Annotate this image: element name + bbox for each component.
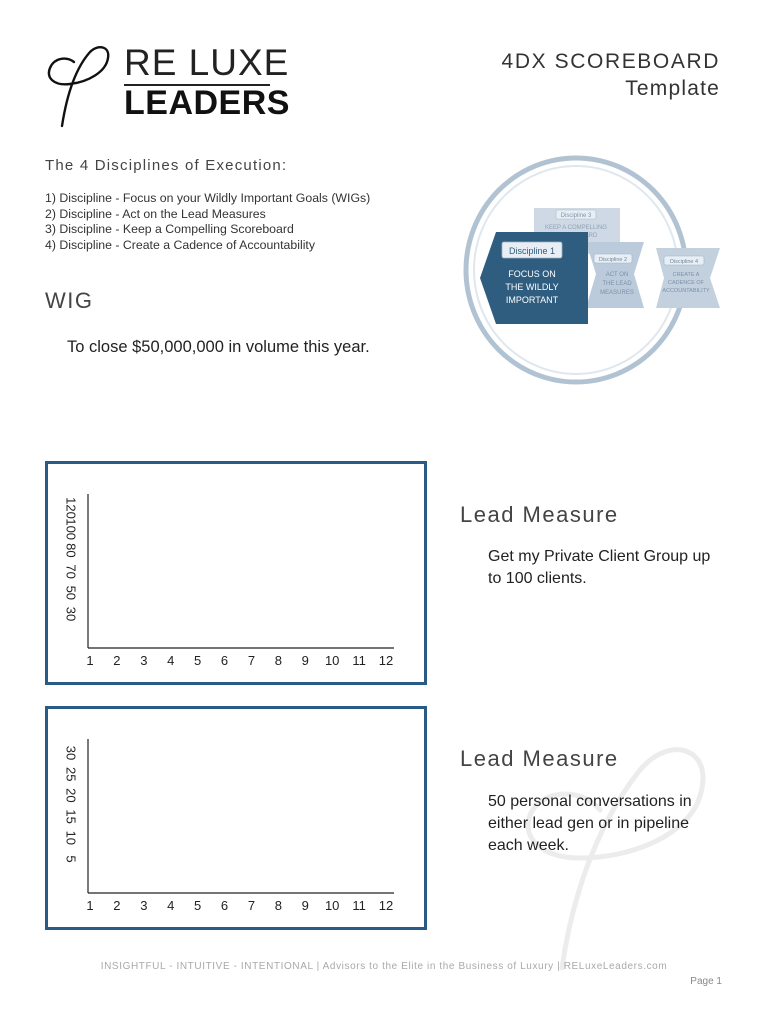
wig-heading: WIG: [45, 288, 94, 313]
x-tick-label: 12: [379, 898, 393, 913]
y-tick-label: 10: [64, 831, 79, 845]
discipline-3-line: KEEP A COMPELLING: [545, 225, 607, 231]
discipline-2-line: ACT ON: [606, 272, 629, 278]
y-tick-label: 5: [64, 855, 79, 862]
discipline-2-tag: Discipline 2: [599, 257, 627, 263]
disciplines-list: 1) Discipline - Focus on your Wildly Imp…: [45, 191, 370, 253]
logo-mark-icon: [47, 46, 110, 128]
brand-name-bottom: LEADERS: [124, 84, 290, 122]
y-tick-label: 25: [64, 767, 79, 781]
discipline-4-line: CREATE A: [673, 272, 700, 278]
disciplines-heading: The 4 Disciplines of Execution:: [45, 157, 288, 174]
footer-tagline: INSIGHTFUL - INTUITIVE - INTENTIONAL | A…: [100, 961, 668, 972]
y-tick-label: 120: [64, 497, 79, 519]
discipline-4-tag: Discipline 4: [670, 259, 698, 265]
x-tick-label: 4: [167, 653, 174, 668]
x-tick-label: 4: [167, 898, 174, 913]
discipline-1-line: THE WILDLY: [505, 282, 558, 292]
x-tick-label: 7: [248, 653, 255, 668]
document-title: 4DX SCOREBOARD: [501, 50, 720, 73]
discipline-item: 3) Discipline - Keep a Compelling Scoreb…: [45, 222, 294, 236]
x-tick-label: 7: [248, 898, 255, 913]
y-tick-label: 100: [64, 518, 79, 540]
x-tick-label: 11: [352, 653, 366, 668]
logo-watermark-icon: [525, 747, 706, 970]
y-tick-label: 30: [64, 607, 79, 621]
discipline-4-line: ACCOUNTABILITY: [662, 288, 710, 294]
discipline-3-tag: Discipline 3: [561, 213, 592, 219]
x-tick-label: 8: [275, 898, 282, 913]
y-tick-label: 80: [64, 543, 79, 557]
lead-measure-2-text: 50 personal conversations in either lead…: [488, 793, 692, 854]
x-tick-label: 9: [302, 653, 309, 668]
x-tick-label: 6: [221, 898, 228, 913]
y-tick-label: 30: [64, 746, 79, 760]
lead-measure-1-text: Get my Private Client Group up to 100 cl…: [488, 548, 711, 587]
x-tick-label: 2: [113, 898, 120, 913]
page-number: Page 1: [690, 976, 722, 987]
y-tick-label: 20: [64, 788, 79, 802]
discipline-item: 2) Discipline - Act on the Lead Measures: [45, 206, 266, 221]
discipline-1-line: FOCUS ON: [508, 269, 556, 279]
brand-divider: [124, 84, 270, 86]
y-tick-label: 50: [64, 586, 79, 600]
wig-goal-text: To close $50,000,000 in volume this year…: [67, 338, 370, 356]
x-tick-label: 5: [194, 898, 201, 913]
discipline-1-line: IMPORTANT: [506, 295, 559, 305]
x-tick-label: 10: [325, 653, 339, 668]
y-tick-label: 70: [64, 564, 79, 578]
lead-measure-1-heading: Lead Measure: [460, 502, 619, 527]
x-tick-label: 5: [194, 653, 201, 668]
discipline-4-line: CADENCE OF: [668, 280, 705, 286]
discipline-item: 1) Discipline - Focus on your Wildly Imp…: [45, 191, 371, 205]
y-tick-label: 15: [64, 809, 79, 823]
brand-name-top: RE LUXE: [124, 42, 290, 83]
four-disciplines-diagram: Discipline 3 KEEP A COMPELLING SCOREBOAR…: [463, 155, 720, 385]
x-tick-label: 2: [113, 653, 120, 668]
x-tick-label: 9: [302, 898, 309, 913]
x-tick-label: 6: [221, 653, 228, 668]
x-tick-label: 11: [352, 898, 366, 913]
discipline-1-tag: Discipline 1: [509, 246, 555, 256]
x-tick-label: 10: [325, 898, 339, 913]
x-tick-label: 1: [86, 898, 93, 913]
x-tick-label: 3: [140, 898, 147, 913]
x-tick-label: 3: [140, 653, 147, 668]
discipline-2-line: THE LEAD: [602, 281, 632, 287]
discipline-item: 4) Discipline - Create a Cadence of Acco…: [45, 237, 315, 252]
x-tick-label: 8: [275, 653, 282, 668]
lead-measure-2-heading: Lead Measure: [460, 746, 619, 771]
document-subtitle: Template: [625, 77, 720, 100]
x-tick-label: 1: [86, 653, 93, 668]
x-tick-label: 12: [379, 653, 393, 668]
discipline-2-line: MEASURES: [600, 290, 634, 296]
